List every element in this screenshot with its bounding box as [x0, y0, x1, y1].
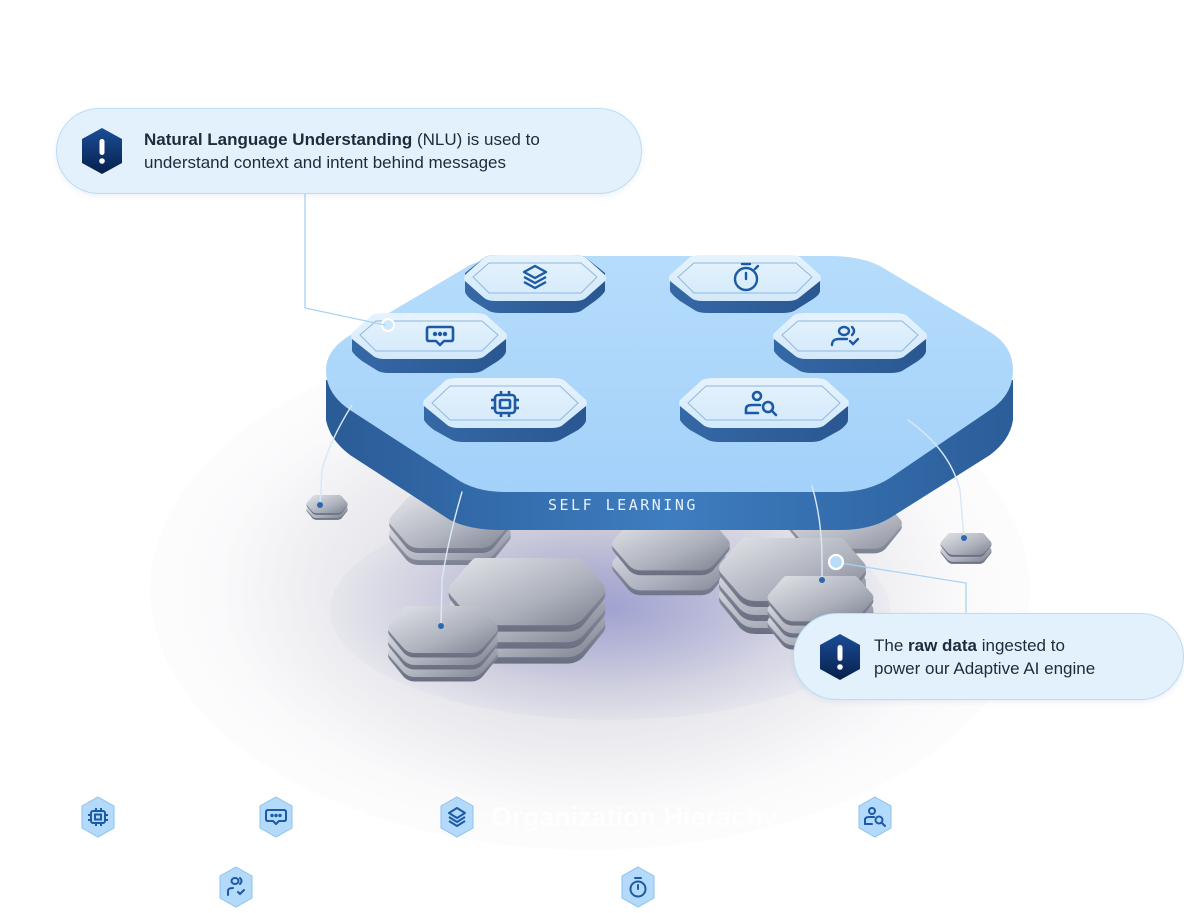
user-search-icon: [744, 390, 778, 417]
tile-user-search: [679, 378, 849, 442]
layers-icon: [522, 264, 548, 290]
chip-icon: [81, 796, 115, 838]
chat-bubble-icon: [259, 796, 293, 838]
platform-top: [326, 256, 1013, 492]
user-check-icon: [830, 325, 860, 347]
callout-nlu-line2: understand context and intent behind mes…: [144, 153, 506, 172]
alert-hexagon-icon: [818, 633, 862, 681]
legend-item-behavior[interactable]: Behavi: [857, 796, 998, 838]
callout-raw-data-line1: ingested to: [977, 635, 1065, 655]
wire-right-front: [811, 485, 823, 581]
callout-nlu-bold: Natural Language Understanding: [144, 130, 413, 149]
callout-raw-data-text: The raw data ingested to power our Adapt…: [874, 634, 1095, 680]
connector-nlu: [304, 191, 386, 326]
tile-user-check: [773, 313, 927, 373]
callout-nlu-text: Natural Language Understanding (NLU) is …: [144, 128, 540, 174]
chat-bubble-icon: [425, 325, 455, 347]
tile-stopwatch: [669, 255, 821, 313]
wire-end-dot: [438, 623, 444, 629]
tile-chat: [351, 313, 507, 373]
gray-node-small-left: [306, 495, 348, 520]
wire-right-small: [907, 419, 965, 539]
legend-item-communication[interactable]: Communic: [620, 866, 812, 908]
callout-raw-data-line2: power our Adaptive AI engine: [874, 658, 1096, 678]
callout-raw-data-bold: raw data: [908, 635, 978, 655]
layers-icon: [440, 796, 474, 838]
user-search-icon: [858, 796, 892, 838]
connector-lines: [304, 191, 967, 629]
legend-label: Behavi: [909, 801, 998, 832]
chip-icon: [491, 391, 519, 417]
stopwatch-icon: [733, 262, 760, 292]
wire-left-small: [319, 404, 353, 506]
callout-nlu-line1: (NLU) is used to: [412, 130, 540, 149]
legend-item-chip[interactable]: [80, 796, 132, 838]
wire-left-front: [440, 491, 463, 626]
alert-hexagon-icon: [80, 127, 124, 175]
tile-layers: [464, 255, 606, 313]
callout-nlu: Natural Language Understanding (NLU) is …: [56, 108, 642, 194]
stopwatch-icon: [621, 866, 655, 908]
connector-dot-raw-data: [827, 553, 845, 571]
callout-raw-data: The raw data ingested to power our Adapt…: [793, 613, 1184, 700]
wire-end-dot: [961, 535, 967, 541]
gray-stack-front-left: [388, 606, 498, 682]
self-learning-platform: [326, 256, 1013, 530]
legend-label: NLU: [310, 801, 366, 832]
wire-end-dot: [819, 577, 825, 583]
legend-label: Organization Hierachy: [491, 801, 778, 832]
callout-raw-data-prefix: The: [874, 635, 909, 655]
wire-end-dot: [317, 502, 323, 508]
user-check-icon: [219, 866, 253, 908]
platform-tiles: [351, 255, 927, 442]
tile-chip: [423, 378, 587, 442]
connector-raw-data: [839, 562, 967, 613]
platform-label: SELF LEARNING: [548, 496, 698, 514]
legend-label: Communic: [672, 871, 812, 902]
legend-item-organization-hierarchy[interactable]: Organization Hierachy: [439, 796, 778, 838]
legend-item-nlu[interactable]: NLU: [258, 796, 366, 838]
